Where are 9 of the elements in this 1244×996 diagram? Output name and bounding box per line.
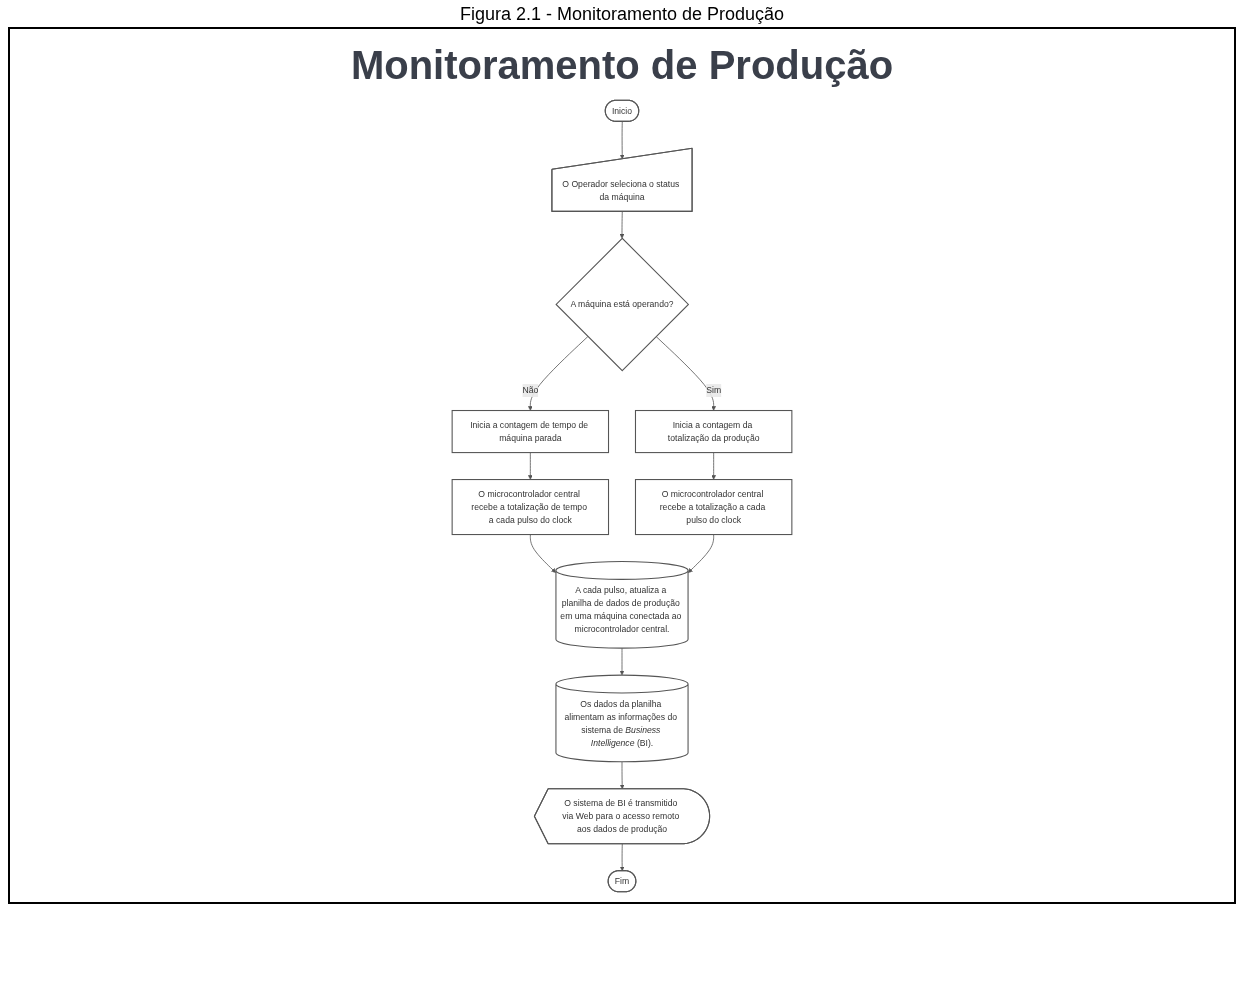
diagram-title: Monitoramento de Produção [349,43,895,88]
node-box: O microcontrolador central recebe a totalização a cada pulso do clock [634,479,793,536]
edge-label: Sim [706,385,722,395]
node-box: Inicia a contagem da totalização da produção [634,409,793,454]
node-box: Inicia a contagem de tempo de máquina parada [451,409,610,454]
node-box: O microcontrolador central recebe a totalização de tempo a cada pulso do clock [451,479,610,536]
node-diamond: A máquina está operando? [555,237,690,372]
figure-caption: Figura 2.1 - Monitoramento de Produção [458,4,786,25]
edge-label: Não [522,385,539,395]
